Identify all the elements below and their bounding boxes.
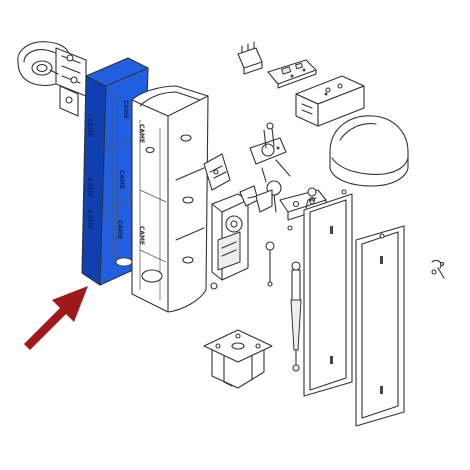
svg-text:CAME: CAME — [138, 124, 145, 143]
cabinet-body[interactable]: CAME CAME — [131, 85, 218, 313]
anchor-plate[interactable] — [203, 329, 273, 389]
svg-text:CAME: CAME — [118, 170, 125, 189]
cover-plate[interactable] — [203, 153, 231, 191]
svg-text:CAME: CAME — [116, 220, 123, 239]
balancing-spring[interactable] — [290, 261, 302, 372]
top-cover[interactable] — [329, 115, 409, 187]
svg-text:CAME: CAME — [122, 100, 129, 119]
vent-slots — [330, 226, 333, 364]
control-box[interactable] — [295, 75, 365, 127]
inspection-door-right[interactable] — [355, 225, 405, 427]
arm-bracket-assembly[interactable] — [17, 41, 87, 117]
pointer-arrow — [24, 286, 88, 350]
release-mechanism[interactable] — [249, 122, 291, 213]
svg-text:CAME: CAME — [86, 178, 93, 197]
svg-text:CAME: CAME — [86, 118, 93, 137]
came-logo: CAME CAME — [138, 124, 145, 245]
inspection-door-left[interactable] — [303, 189, 353, 397]
gearmotor[interactable] — [211, 185, 275, 287]
came-logo: CAME CAME CAME CAME CAME CAME — [86, 100, 129, 239]
cabinet-side-panel-top — [86, 58, 148, 86]
vent-slots — [380, 256, 383, 394]
terminal-block[interactable] — [237, 41, 263, 75]
cabinet-side-panel-front — [82, 76, 106, 285]
svg-text:CAME: CAME — [138, 226, 145, 245]
control-board[interactable] — [267, 59, 317, 89]
release-key[interactable] — [431, 259, 445, 279]
svg-text:CAME: CAME — [86, 210, 93, 229]
